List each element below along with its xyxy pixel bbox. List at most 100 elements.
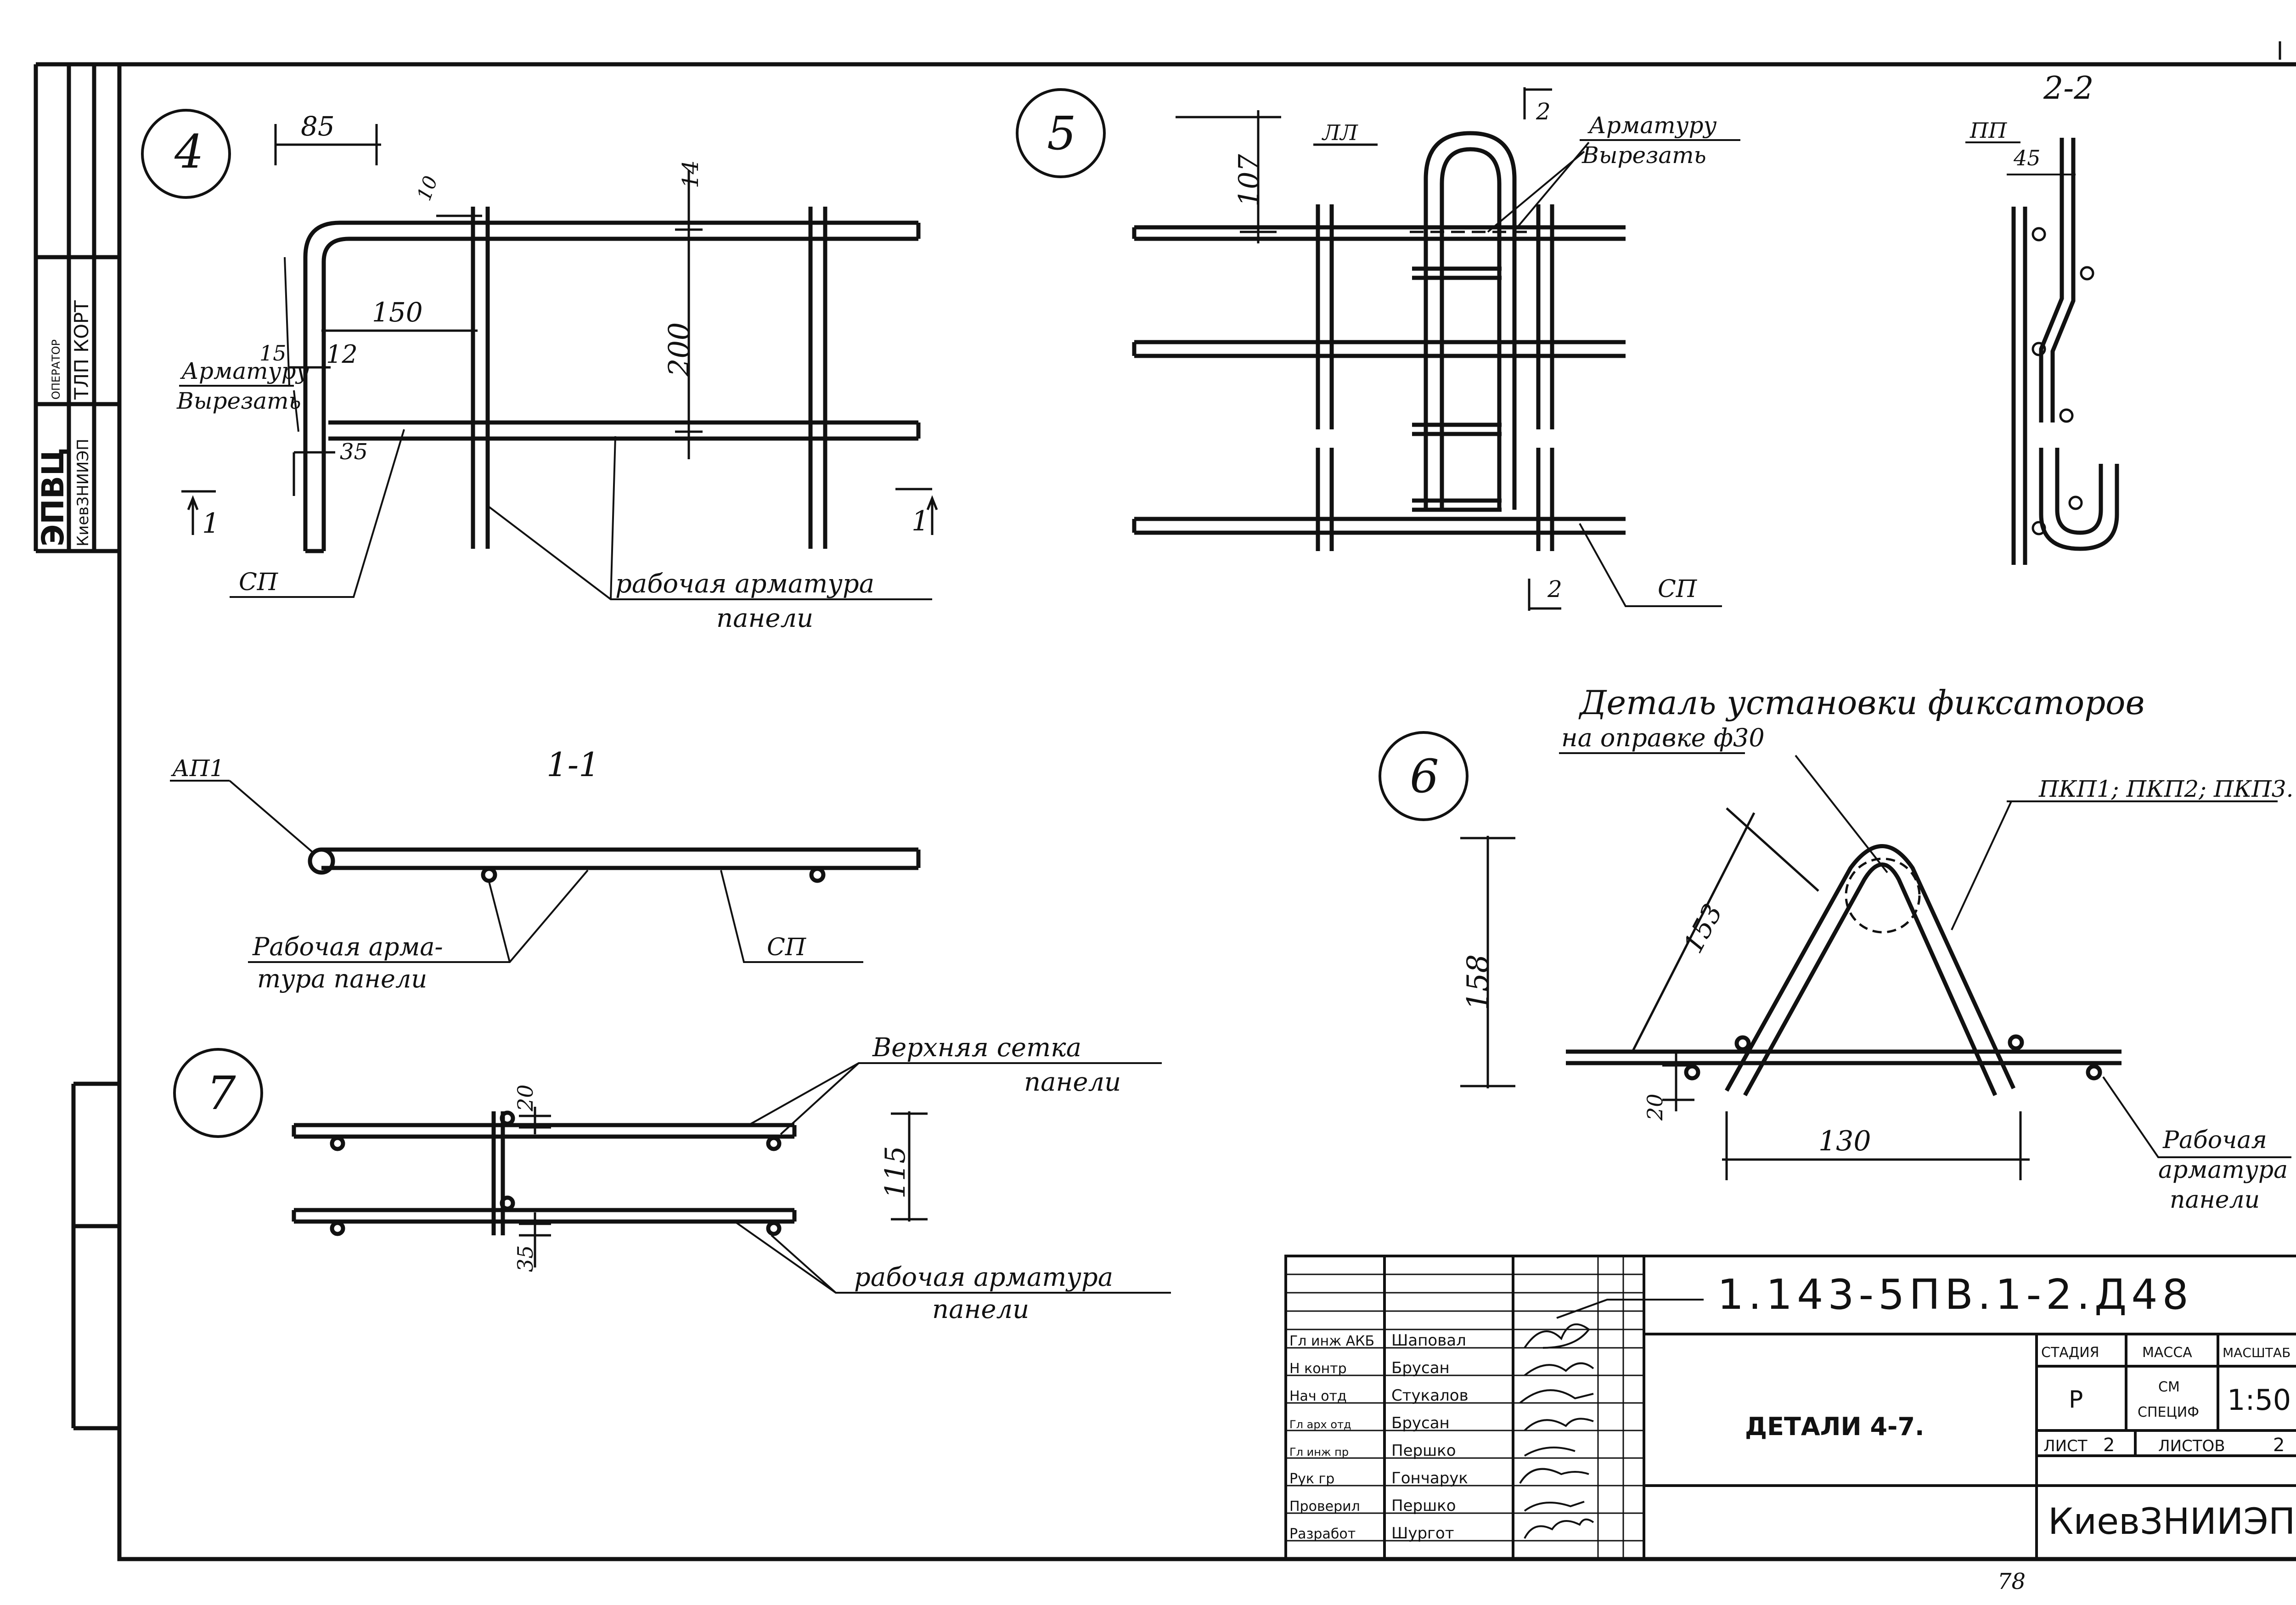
section-1-1-label-ap: АП1: [171, 755, 224, 782]
detail-5-section-mark-top: 2: [1536, 98, 1551, 125]
stage-header: СТАДИЯ: [2041, 1345, 2099, 1361]
doc-code-leader: [1556, 1299, 1704, 1319]
detail-6-bars: [1566, 844, 2122, 1097]
detail-7-dim-20: 20: [513, 1084, 538, 1112]
detail-6-pkp-leader: [1951, 801, 2012, 930]
detail-7-top-leader: [748, 1062, 1162, 1135]
detail-5-note-line1: Арматуру: [1587, 112, 1717, 139]
section-2-2: 2-2 ПП 45: [1965, 70, 2119, 565]
detail-4-label-work-line2: панели: [716, 603, 813, 633]
detail-6-dimension-lines: [1460, 807, 2030, 1180]
detail-4-dim-14: 14: [678, 160, 703, 188]
detail-6-label-work-line1: Рабочая: [2162, 1126, 2267, 1154]
detail-4: 4: [141, 109, 938, 633]
detail-4-section-mark-right: 1: [912, 505, 929, 537]
margin-stamp-org: ЭПВЦ: [35, 448, 71, 546]
name-1: Шаповал: [1391, 1331, 1466, 1350]
detail-5-section-marks: [1523, 87, 1561, 611]
role-1: Гл инж АКБ: [1289, 1333, 1374, 1349]
detail-7-bars: [292, 1110, 797, 1236]
detail-6-label-work-line2: арматура: [2158, 1156, 2288, 1184]
role-8: Разработ: [1289, 1526, 1356, 1542]
detail-7-label-work-line1: рабочая арматура: [854, 1262, 1113, 1292]
detail-7-label-top-line2: панели: [1024, 1067, 1121, 1097]
detail-5-section-mark-bottom: 2: [1547, 576, 1562, 603]
detail-6-subtitle-leader: [1795, 755, 1888, 873]
name-4: Брусан: [1391, 1414, 1450, 1432]
detail-7-dimension-lines: [519, 1107, 928, 1267]
role-7: Проверил: [1289, 1498, 1360, 1515]
sheet-label: ЛИСТ: [2043, 1437, 2088, 1455]
detail-4-label-work-line1: рабочая арматура: [615, 569, 874, 599]
detail-7-dim-35: 35: [513, 1245, 538, 1272]
detail-4-dim-12: 12: [326, 340, 358, 369]
detail-7-dim-115: 115: [879, 1146, 912, 1199]
detail-7-number-circle: [173, 1048, 263, 1138]
detail-5-sp-leader: [1579, 523, 1722, 607]
detail-6-number-circle: [1379, 731, 1469, 821]
detail-4-number-circle: [141, 109, 231, 199]
name-7: Першко: [1391, 1497, 1456, 1515]
role-5: Гл инж пр: [1289, 1446, 1349, 1459]
detail-6-title: Деталь установки фиксаторов: [1578, 683, 2144, 722]
section-1-1-label-sp: СП: [767, 934, 807, 961]
detail-4-dim-10: 10: [412, 173, 442, 203]
mass-value-line1: СМ: [2158, 1379, 2180, 1395]
section-1-1: 1-1 АП1 Рабочая арма- тура панели СП: [170, 745, 921, 993]
doc-code: 1.143-5ПВ.1-2.Д48: [1717, 1271, 2193, 1319]
page-number: 78: [1998, 1569, 2026, 1594]
name-6: Гончарук: [1391, 1469, 1468, 1487]
organization-name: КиевЗНИИЭП: [2048, 1501, 2296, 1543]
name-5: Першко: [1391, 1442, 1456, 1460]
name-column: Шаповал Брусан Стукалов Брусан Першко Го…: [1391, 1331, 1469, 1543]
detail-6-mandrel: [1845, 857, 1921, 934]
detail-6-dim-130: 130: [1818, 1125, 1871, 1157]
detail-7-number: 7: [207, 1066, 236, 1120]
title-block-rows: [1286, 1256, 1644, 1559]
detail-5-label-sp: СП: [1658, 575, 1698, 603]
section-1-1-title: 1-1: [546, 745, 600, 784]
sheet-number: 2: [2103, 1435, 2115, 1456]
detail-4-label-sp: СП: [239, 569, 279, 596]
detail-4-work-leader: [486, 436, 932, 600]
detail-4-sp-leader: [230, 429, 405, 598]
mass-header: МАССА: [2142, 1345, 2192, 1361]
detail-6-work-leader: [2102, 1076, 2291, 1158]
detail-4-note-line2: Вырезать: [176, 388, 301, 414]
sheet-title: ДЕТАЛИ 4-7.: [1745, 1412, 1925, 1441]
section-2-2-bars: [2011, 138, 2119, 565]
title-block-grid: [1284, 1255, 2296, 1560]
role-2: Н контр: [1289, 1361, 1347, 1377]
detail-4-note-leader: [284, 257, 299, 432]
sheets-total: 2: [2273, 1435, 2285, 1456]
section-2-2-title: 2-2: [2043, 70, 2094, 107]
section-1-1-work-leader: [248, 869, 589, 963]
detail-5-number-circle: [1016, 88, 1106, 178]
section-1-1-ap-leader: [229, 780, 313, 853]
detail-5-dim-107: 107: [1233, 154, 1265, 207]
scale-value: 1:50: [2227, 1383, 2291, 1417]
detail-6-subtitle: на оправке ф30: [1561, 723, 1765, 752]
margin-stamp: ЭПВЦ КиевЗНИИЭП ОПЕРАТОР ТЛП КОРТ: [35, 300, 93, 546]
margin-stamp-dept: ТЛП КОРТ: [70, 300, 93, 400]
detail-4-dim-150: 150: [372, 297, 423, 328]
signatures: [1519, 1323, 1594, 1539]
role-6: Рук гр: [1289, 1471, 1334, 1487]
detail-4-number: 4: [174, 125, 204, 179]
detail-5-number: 5: [1047, 107, 1076, 160]
name-3: Стукалов: [1391, 1386, 1469, 1405]
detail-5-dimension-lines: [1176, 110, 1529, 243]
role-3: Нач отд: [1289, 1388, 1347, 1404]
detail-4-dim-15: 15: [259, 341, 287, 366]
sheets-label: ЛИСТОВ: [2158, 1437, 2225, 1455]
detail-5-note-line2: Вырезать: [1581, 142, 1706, 169]
detail-4-bars: [303, 207, 921, 553]
detail-6-label-work-line3: панели: [2170, 1186, 2260, 1214]
scale-header: МАСШТАБ: [2223, 1345, 2290, 1360]
section-1-1-bars: [308, 847, 921, 883]
section-2-2-label-pp: ПП: [1970, 118, 2007, 143]
section-1-1-label-work-line2: тура панели: [257, 964, 427, 993]
margin-stamp-operator: ОПЕРАТОР: [50, 339, 62, 400]
section-2-2-dim-45: 45: [2013, 146, 2041, 170]
